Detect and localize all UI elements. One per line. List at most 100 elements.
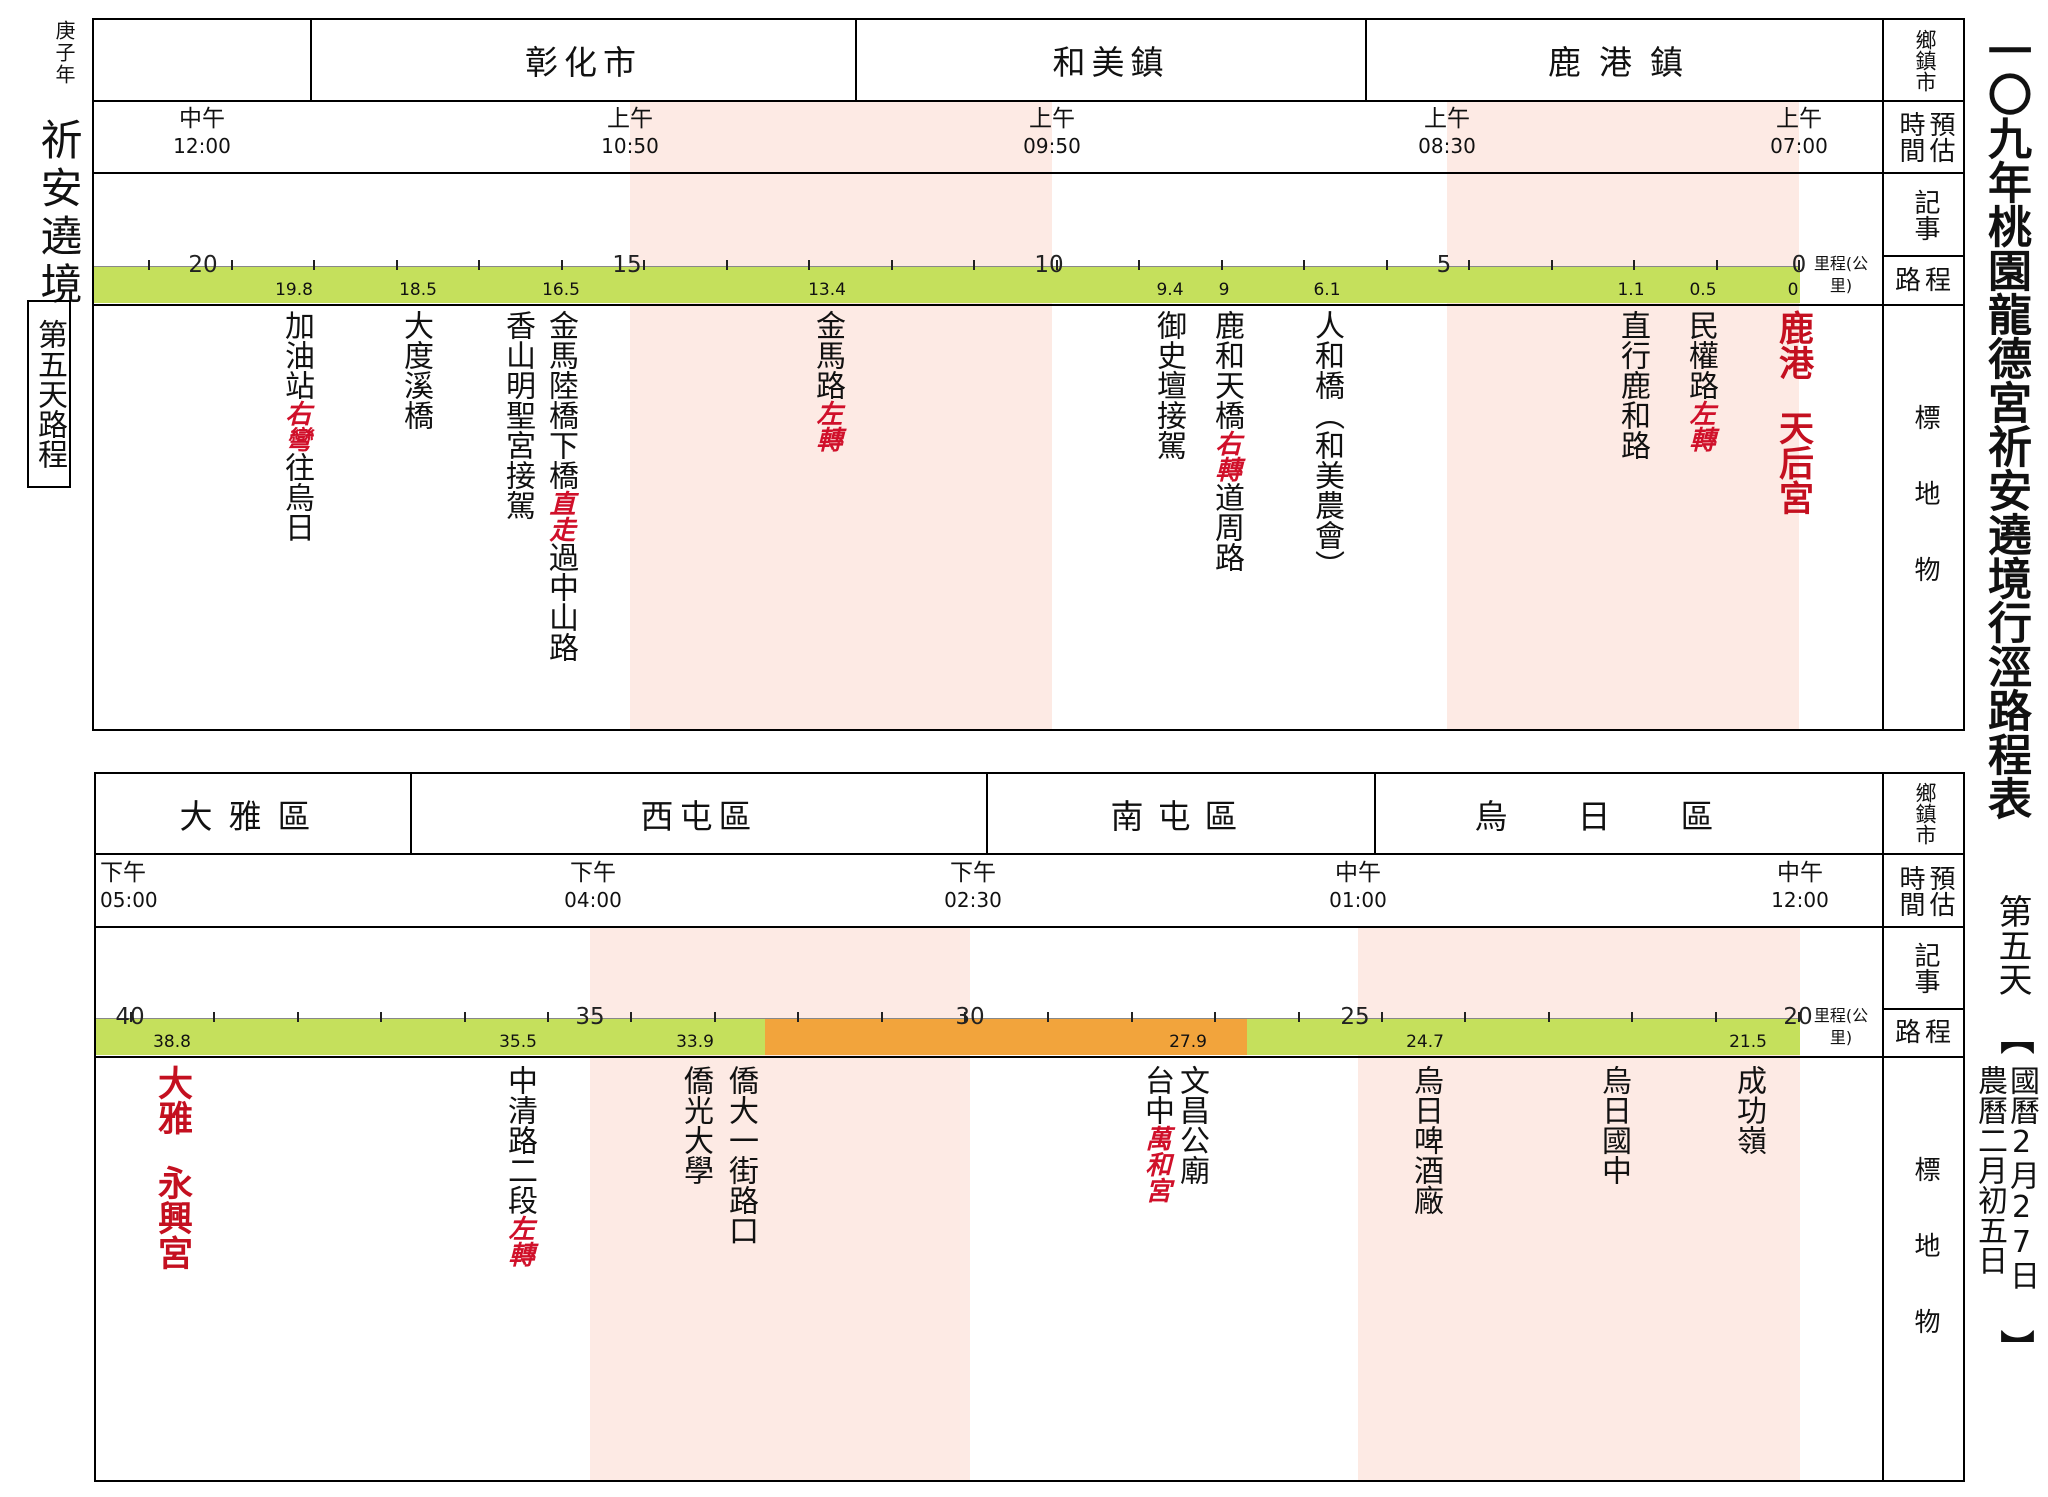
town-name: 鹿港鎮 [1548,43,1701,82]
landmark: 台中萬和宮 [1139,1065,1174,1203]
scale-tick [973,260,975,270]
scale-tick [395,260,398,270]
panel-frame [94,772,1965,1482]
row-header-landmarks: 標地物 [1910,404,1940,632]
scale-tick [1547,1012,1550,1022]
scale-tick [797,1012,800,1022]
scale-label: 20 [188,252,218,278]
row-divider [92,100,1965,102]
landmark: 香山明聖宮接駕 [500,310,535,520]
scale-tick [478,260,480,270]
date-gregorian: 國曆2月27日 [2004,1065,2039,1290]
scale-label: 15 [612,252,642,278]
shade-band [1447,102,1799,730]
km-mark: 13.4 [808,280,846,300]
scale-tick [725,260,728,270]
row-divider [94,926,1965,928]
scale-tick [1714,1012,1717,1022]
scale-tick [463,1012,466,1022]
landmark: 御史壇接駕 [1151,310,1186,460]
row-header-time: 預估時間 [1895,864,1955,917]
landmark: 金馬路左轉 [810,310,845,452]
scale-tick [880,1012,883,1022]
km-mark: 0.5 [1689,280,1717,300]
route-bar-highlight [765,1018,1247,1055]
row-header-town: 鄉鎮市 [1913,28,1937,92]
scale-tick [1468,260,1470,270]
scale-tick [713,1012,716,1022]
scale-tick [296,1012,299,1022]
town-divider [310,18,312,100]
km-mark: 27.9 [1169,1032,1207,1052]
km-mark: 9.4 [1156,280,1184,300]
town-divider [855,18,857,100]
scale-tick [1297,1012,1300,1022]
landmark: 烏日啤酒廠 [1408,1065,1443,1215]
row-header-landmarks: 標地物 [1910,1156,1940,1384]
landmark: 直行鹿和路 [1615,310,1650,460]
destination-temple: 大雅 [152,1065,192,1135]
scale-tick [1715,260,1718,270]
row-divider [92,304,1965,306]
landmark: 烏日國中 [1596,1065,1631,1185]
scale-label: 10 [1034,252,1064,278]
scale-tick [890,260,893,270]
scale-tick [1550,260,1553,270]
main-title: 一〇九年桃園龍德宮祈安遶境行涇路程表 [1980,28,2031,820]
km-mark: 9 [1218,280,1230,300]
km-mark: 35.5 [499,1032,537,1052]
header-divider [1882,18,1884,731]
scale-tick [1633,260,1635,270]
scale-label: 0 [1791,252,1807,278]
destination-temple: 鹿港 [1773,310,1813,380]
landmark: 加油站右彎往烏日 [279,310,314,542]
km-mark: 33.9 [676,1032,714,1052]
km-mark: 1.1 [1617,280,1645,300]
scale-tick [1130,1012,1133,1022]
shade-band [630,102,1052,730]
km-unit: 里程(公里) [1813,1006,1869,1047]
scale-tick [643,260,645,270]
scale-label: 35 [575,1004,605,1030]
header-divider [1882,772,1884,1482]
destination-temple: 天后宮 [1773,410,1813,515]
km-mark: 16.5 [542,280,580,300]
km-mark: 24.7 [1406,1032,1444,1052]
date-open: 【 [1994,1020,2034,1054]
km-mark: 0 [1787,280,1799,300]
row-divider [92,172,1965,174]
km-mark: 18.5 [399,280,437,300]
scale-tick [230,260,233,270]
landmark: 大度溪橋 [398,310,433,430]
scale-tick [213,1012,216,1022]
scale-tick [1381,1012,1383,1022]
row-divider [94,1056,1965,1058]
landmark: 民權路左轉 [1683,310,1718,452]
scale-line [94,266,1800,267]
row-divider [1882,1008,1965,1010]
landmark: 僑光大學 [678,1065,713,1185]
scale-label: 30 [955,1004,985,1030]
town-divider [410,772,412,853]
scale-tick [1303,260,1305,270]
landmark: 人和橋︵和美農會︶ [1309,310,1344,580]
landmark: 文昌公廟 [1174,1065,1209,1185]
row-header-route: 路程 [1894,1018,1955,1048]
date-close: 】 [1994,1330,2034,1364]
scale-tick [1138,260,1140,270]
day-label: 第五天 [1992,894,2032,996]
town-divider [1374,772,1376,853]
scale-tick [560,260,563,270]
town-name: 彰化市 [525,43,642,82]
scale-tick [1464,1012,1467,1022]
row-header-notes: 記事 [1910,188,1940,241]
town-name: 烏日區 [1474,796,1784,836]
scale-tick [148,260,150,270]
row-header-time: 預估時間 [1895,111,1955,163]
